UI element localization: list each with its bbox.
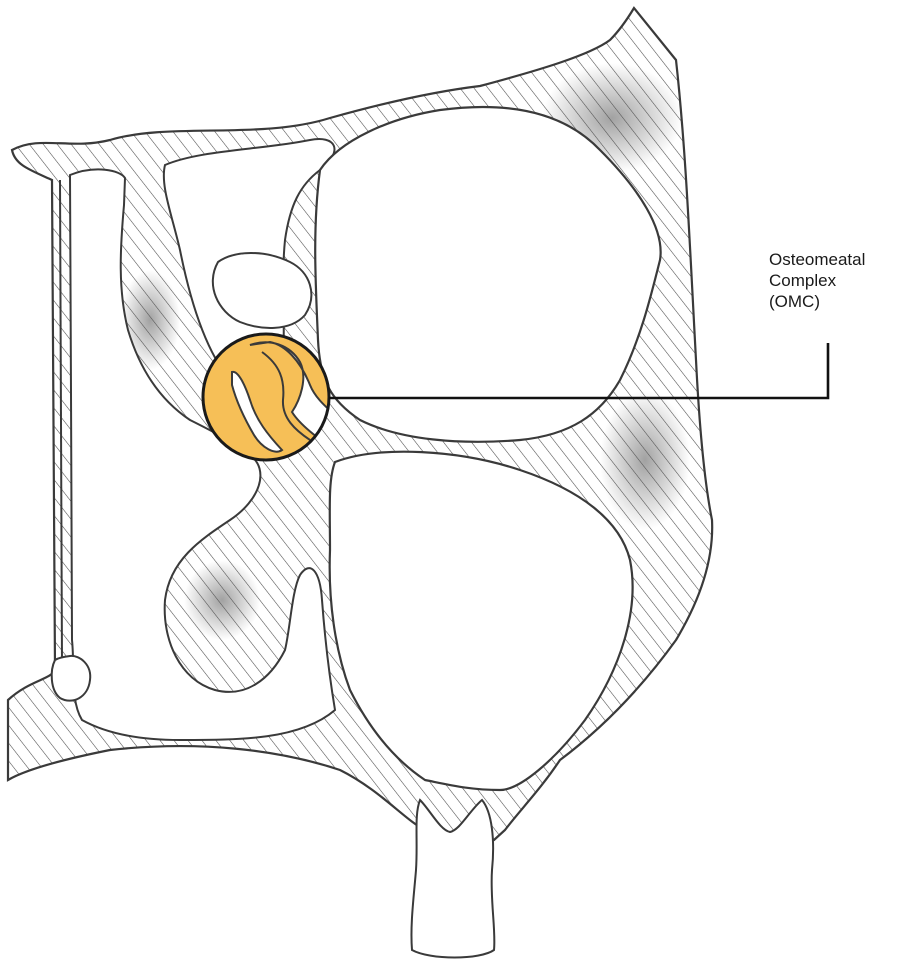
omc-label-line-2: Complex [769,270,865,291]
omc-label-line-1: Osteomeatal [769,249,865,270]
omc-label-line-3: (OMC) [769,291,865,312]
shade-lateral [600,390,690,530]
omc-label: Osteomeatal Complex (OMC) [769,249,865,312]
septum-bulb [52,656,91,701]
shade-inferior-turbinate [184,560,260,640]
